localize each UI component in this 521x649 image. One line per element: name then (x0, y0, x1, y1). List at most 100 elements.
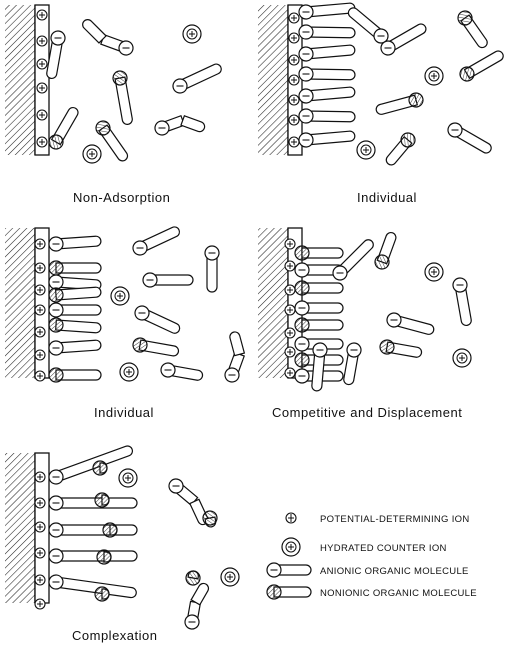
legend-label-nonionic-organic-molecule: NONIONIC ORGANIC MOLECULE (320, 588, 477, 599)
nonionic-organic-molecule (112, 70, 135, 126)
anionic-organic-molecule (76, 16, 138, 57)
nonionic-organic-molecule (373, 230, 399, 270)
nonionic-organic-molecule (132, 337, 180, 359)
anionic-organic-molecule (445, 120, 494, 156)
nonionic-organic-molecule (457, 47, 506, 83)
hydrated-counter-ion (120, 363, 138, 381)
potential-determining-ion (289, 95, 299, 105)
legend-label-potential-determining-ion: POTENTIAL-DETERMINING ION (320, 514, 469, 525)
nonionic-organic-molecule (49, 368, 101, 382)
potential-determining-ion (289, 13, 299, 23)
anionic-organic-molecule (298, 1, 355, 20)
potential-determining-ion (37, 59, 47, 69)
anionic-organic-molecule (49, 234, 102, 252)
anionic-organic-molecule (49, 303, 101, 317)
anionic-organic-molecule (298, 129, 355, 148)
nonionic-organic-molecule (455, 8, 491, 50)
caption-non-adsorption: Non-Adsorption (73, 190, 170, 205)
potential-determining-ion (37, 110, 47, 120)
caption-individual-2: Individual (94, 405, 154, 420)
anionic-organic-molecule (48, 574, 137, 600)
potential-determining-ion (289, 33, 299, 43)
nonionic-organic-molecule (97, 550, 111, 564)
potential-determining-ion (289, 115, 299, 125)
nonionic-organic-molecule (103, 523, 117, 537)
anionic-organic-molecule (298, 43, 355, 62)
hydrated-counter-ion (282, 538, 300, 556)
legend-label-hydrated-counter-ion: HYDRATED COUNTER ION (320, 543, 447, 554)
potential-determining-ion (35, 599, 45, 609)
nonionic-organic-molecule (267, 585, 311, 599)
caption-complexation: Complexation (72, 628, 158, 643)
anionic-organic-molecule (299, 67, 355, 82)
potential-determining-ion (37, 137, 47, 147)
anionic-organic-molecule (309, 342, 327, 391)
potential-determining-ion (285, 285, 295, 295)
potential-determining-ion (35, 263, 45, 273)
anionic-organic-molecule (267, 563, 311, 577)
potential-determining-ion (289, 75, 299, 85)
nonionic-organic-molecule (93, 461, 107, 475)
anionic-organic-molecule (49, 549, 137, 563)
legend-label-anionic-organic-molecule: ANIONIC ORGANIC MOLECULE (320, 566, 469, 577)
nonionic-organic-molecule (95, 587, 109, 601)
potential-determining-ion (285, 261, 295, 271)
potential-determining-ion (35, 327, 45, 337)
potential-determining-ion (37, 83, 47, 93)
anionic-organic-molecule (49, 338, 102, 356)
anionic-organic-molecule (171, 61, 224, 96)
anionic-organic-molecule (160, 362, 204, 383)
potential-determining-ion (35, 239, 45, 249)
legend (267, 513, 311, 599)
anionic-organic-molecule (49, 523, 137, 537)
potential-determining-ion (37, 36, 47, 46)
hydrated-counter-ion (83, 145, 101, 163)
hydrated-counter-ion (453, 349, 471, 367)
nonionic-organic-molecule (383, 130, 418, 168)
potential-determining-ion (35, 498, 45, 508)
hydrated-counter-ion (183, 25, 201, 43)
potential-determining-ion (289, 137, 299, 147)
anionic-organic-molecule (330, 236, 377, 283)
anionic-organic-molecule (299, 25, 355, 40)
hydrated-counter-ion (221, 568, 239, 586)
hydrated-counter-ion (111, 287, 129, 305)
anionic-organic-molecule (131, 223, 182, 257)
nonionic-organic-molecule (295, 318, 343, 332)
surface-wall (5, 5, 49, 155)
nonionic-organic-molecule (49, 318, 102, 336)
potential-determining-ion (35, 522, 45, 532)
nonionic-organic-molecule (49, 261, 101, 275)
anionic-organic-molecule (49, 496, 137, 510)
nonionic-organic-molecule (95, 493, 109, 507)
potential-determining-ion (289, 55, 299, 65)
anionic-organic-molecule (213, 328, 253, 384)
anionic-organic-molecule (153, 107, 209, 148)
anionic-organic-molecule (184, 580, 211, 631)
potential-determining-ion (285, 328, 295, 338)
anionic-organic-molecule (298, 85, 355, 104)
potential-determining-ion (35, 285, 45, 295)
potential-determining-ion (285, 305, 295, 315)
anionic-organic-molecule (452, 277, 474, 327)
potential-determining-ion (35, 305, 45, 315)
nonionic-organic-molecule (46, 105, 81, 152)
hydrated-counter-ion (119, 469, 137, 487)
anionic-organic-molecule (341, 342, 362, 386)
potential-determining-ion (37, 10, 47, 20)
caption-competitive-displacement: Competitive and Displacement (272, 405, 462, 420)
caption-individual-1: Individual (357, 190, 417, 205)
potential-determining-ion (285, 239, 295, 249)
nonionic-organic-molecule (185, 570, 201, 586)
anionic-organic-molecule (385, 311, 435, 337)
potential-determining-ion (35, 575, 45, 585)
potential-determining-ion (35, 371, 45, 381)
potential-determining-ion (285, 347, 295, 357)
hydrated-counter-ion (425, 67, 443, 85)
hydrated-counter-ion (425, 263, 443, 281)
nonionic-organic-molecule (295, 281, 343, 295)
anionic-organic-molecule (133, 304, 182, 337)
potential-determining-ion (35, 472, 45, 482)
nonionic-organic-molecule (375, 91, 425, 117)
anionic-organic-molecule (205, 246, 219, 292)
